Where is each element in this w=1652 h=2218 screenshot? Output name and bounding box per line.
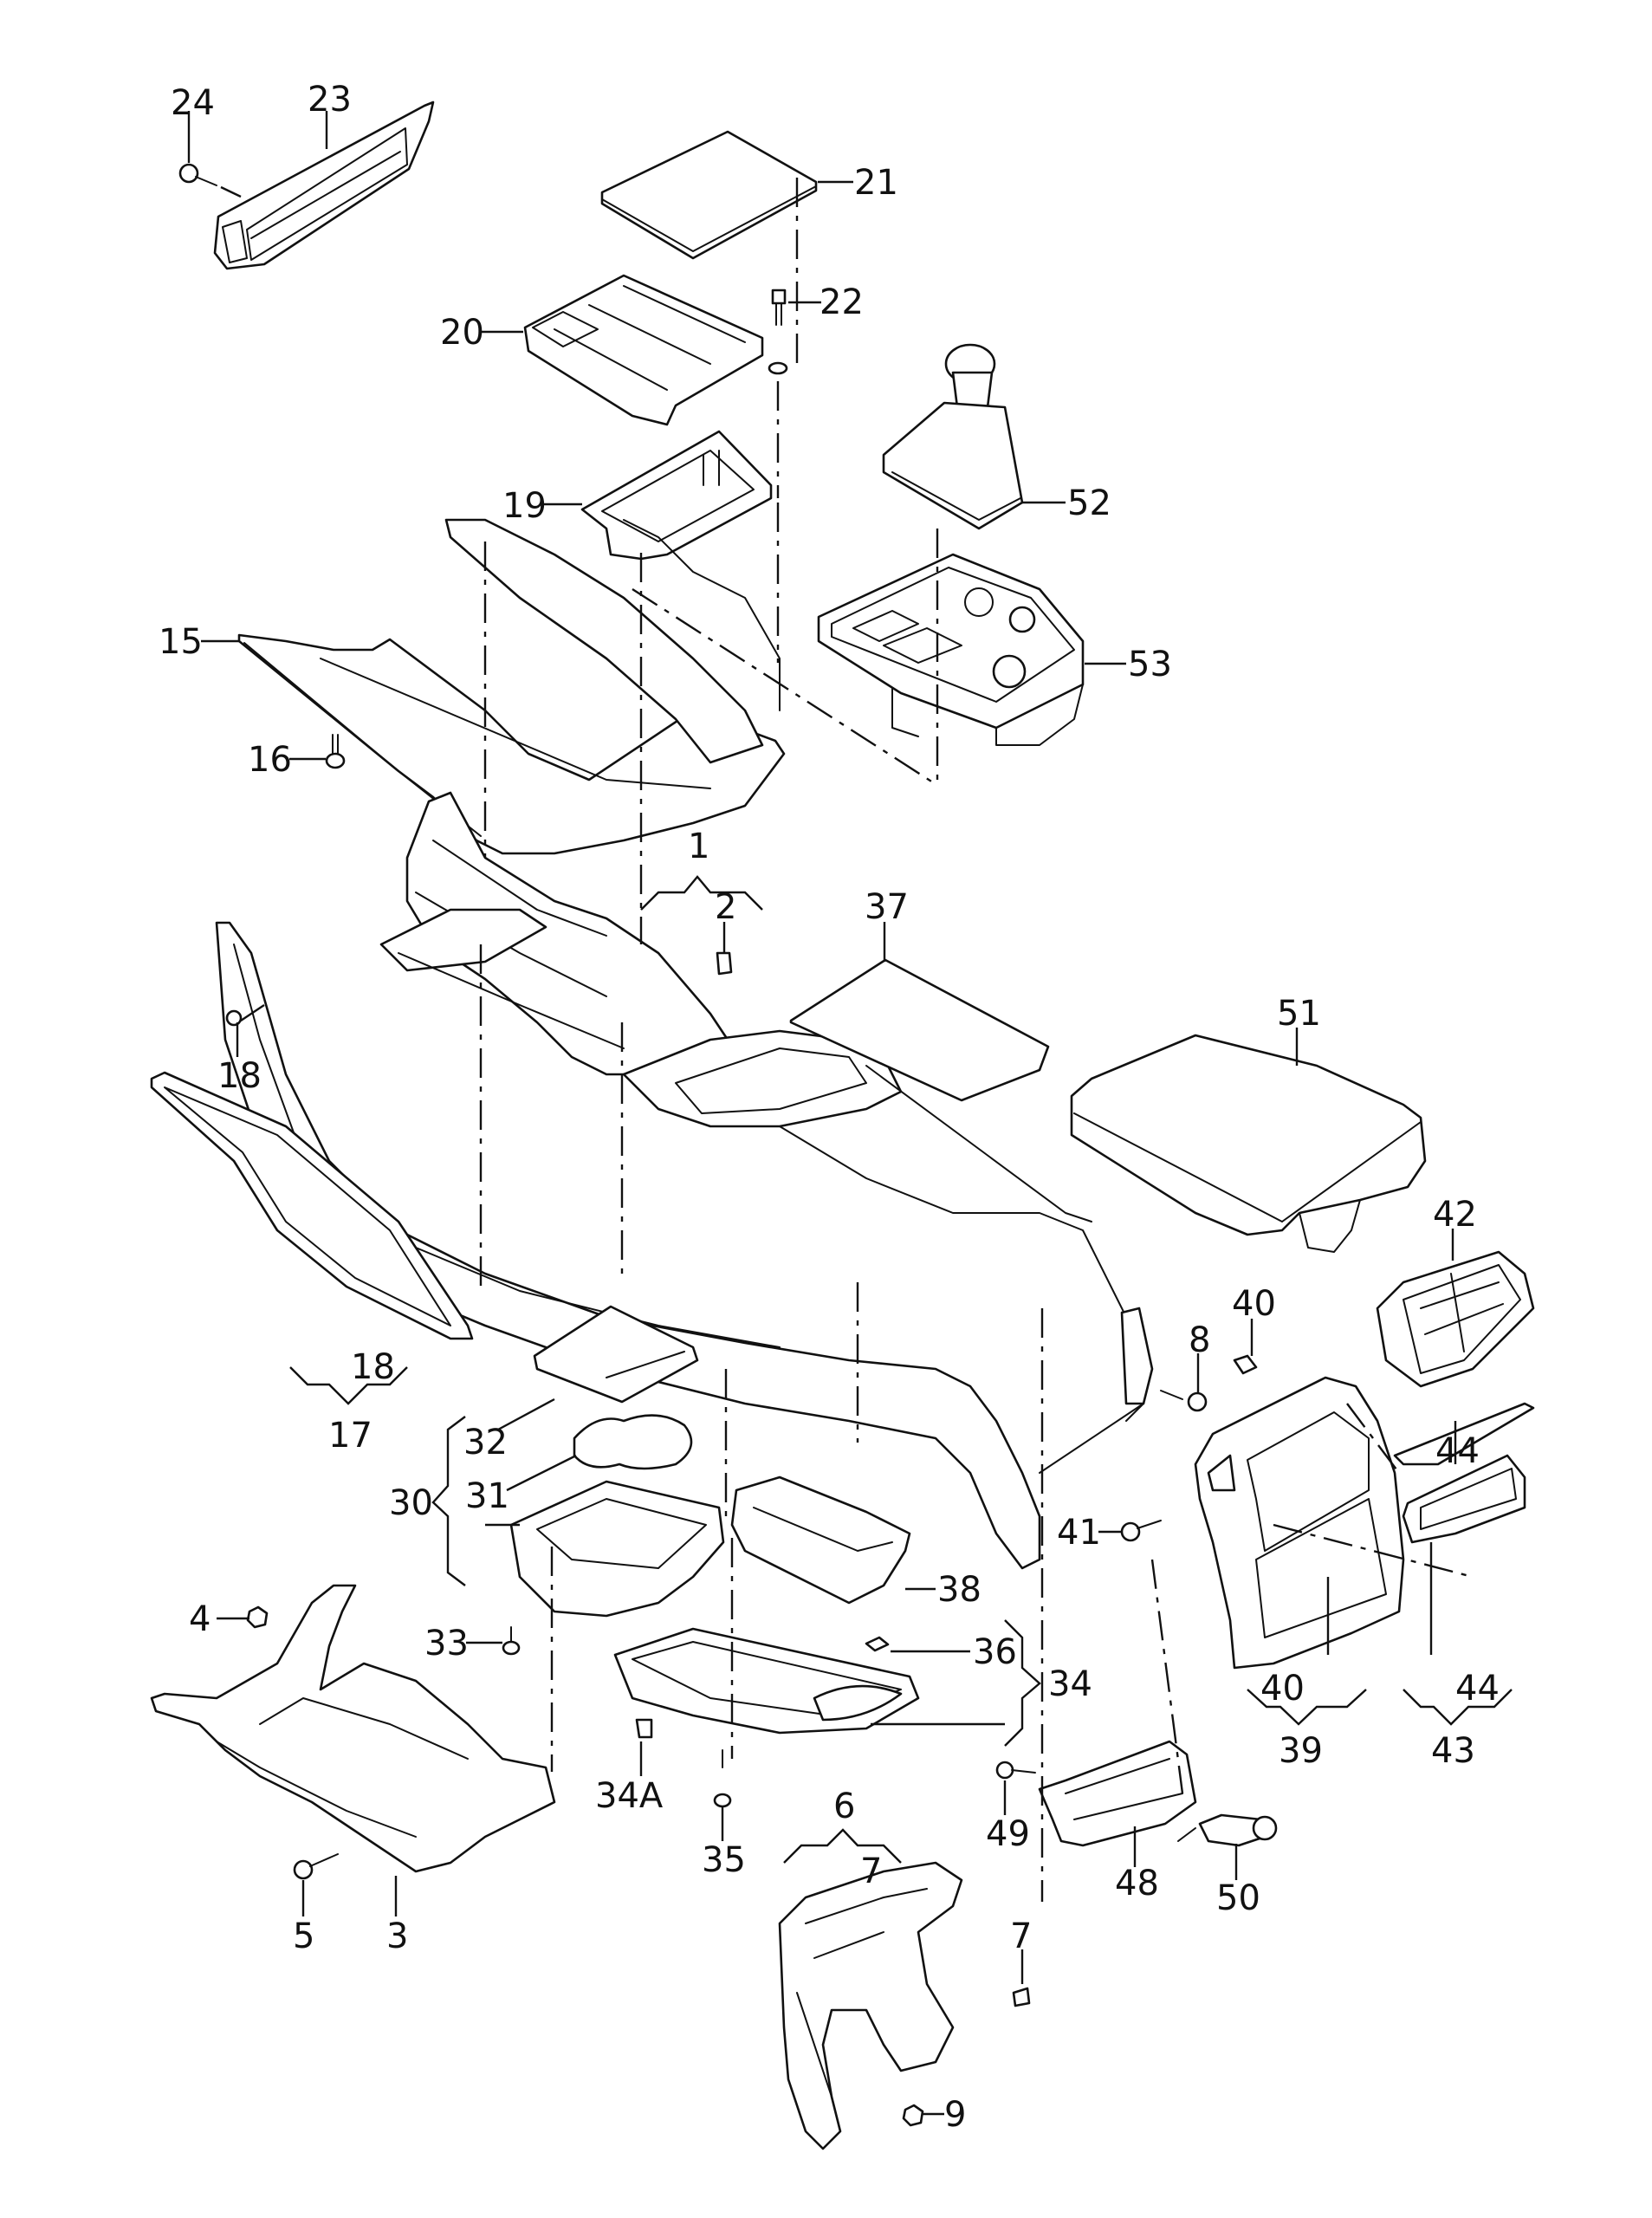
callout-7-upper: 7 [860, 1852, 882, 1891]
callout-1: 1 [688, 827, 709, 866]
callout-20: 20 [440, 313, 484, 353]
part-4-nut [246, 1605, 269, 1629]
part-39-rear-trim [1194, 1376, 1405, 1670]
callout-15: 15 [159, 622, 203, 662]
callout-17: 17 [328, 1416, 373, 1456]
part-23-trim-strip [213, 101, 435, 270]
part-33-screw [502, 1626, 521, 1656]
callout-34A: 34A [595, 1776, 664, 1816]
callout-43: 43 [1431, 1731, 1475, 1771]
part-21-cover-lid [600, 130, 818, 260]
callout-22: 22 [820, 282, 864, 322]
callout-30: 30 [389, 1483, 433, 1523]
part-44-trim-frame [1393, 1402, 1535, 1466]
callout-36: 36 [973, 1632, 1017, 1672]
callout-32: 32 [463, 1423, 508, 1462]
group-brackets [289, 875, 1513, 1864]
callout-19: 19 [502, 486, 547, 526]
part-5-bolt [293, 1853, 339, 1880]
part-17-side-panel [150, 1071, 474, 1340]
part-18-rivet [225, 1004, 265, 1027]
part-43-storage-tray [1402, 1454, 1526, 1544]
callout-24: 24 [171, 83, 215, 123]
part-30-cupholder [509, 1480, 725, 1618]
callout-49: 49 [986, 1814, 1030, 1854]
part-51-armrest [1070, 1034, 1427, 1253]
leader-lines [187, 111, 1457, 2116]
part-48-control-unit [1038, 1740, 1197, 1847]
callout-9: 9 [944, 2095, 966, 2135]
callout-labels: 24 23 21 22 20 19 52 15 53 16 1 2 37 51 … [159, 80, 1500, 2135]
callout-53: 53 [1128, 645, 1172, 684]
callout-31: 31 [465, 1476, 509, 1516]
part-24-screw [178, 163, 242, 198]
callout-7-lower: 7 [1010, 1916, 1032, 1956]
part-40-clip [1233, 1354, 1258, 1375]
callout-5: 5 [293, 1916, 314, 1956]
part-34A-clip [635, 1718, 653, 1739]
callout-44-upper: 44 [1435, 1431, 1480, 1471]
part-36-clip-nut [865, 1636, 890, 1652]
part-42-rear-vent [1376, 1250, 1535, 1388]
part-32-cupholder-cover [533, 1305, 699, 1404]
part-41-bolt [1120, 1520, 1162, 1542]
callout-18-upper: 18 [217, 1056, 262, 1096]
part-20-switch-carrier [523, 274, 764, 426]
part-9-nut [902, 2104, 924, 2127]
part-38-switch-module [730, 1475, 911, 1605]
callout-41: 41 [1057, 1513, 1101, 1553]
callout-33: 33 [424, 1624, 469, 1664]
part-49-screw [995, 1761, 1036, 1780]
callout-3: 3 [386, 1916, 408, 1956]
callout-23: 23 [308, 80, 352, 120]
callout-34: 34 [1048, 1664, 1092, 1704]
callout-39: 39 [1279, 1731, 1323, 1771]
part-3-front-bracket [150, 1584, 556, 1873]
part-6-support-bracket [778, 1861, 963, 2150]
callout-16: 16 [248, 740, 292, 780]
part-53-control-panel [817, 553, 1085, 746]
part-31-cupholder-mat [573, 1414, 693, 1470]
callout-40-lower: 40 [1260, 1669, 1305, 1709]
callout-37: 37 [865, 887, 909, 927]
part-35-screw [713, 1749, 732, 1808]
part-1-console-bracket [379, 791, 729, 1076]
assembly-lines [479, 178, 1474, 1902]
callout-51: 51 [1277, 994, 1321, 1034]
callout-35: 35 [702, 1840, 746, 1880]
callout-42: 42 [1433, 1195, 1477, 1235]
callout-50: 50 [1216, 1878, 1260, 1918]
part-7-clip-nut [1012, 1987, 1031, 2007]
callout-2: 2 [715, 887, 736, 927]
callout-52: 52 [1067, 483, 1111, 523]
part-8-bolt [1160, 1390, 1208, 1412]
callout-40-upper: 40 [1232, 1284, 1276, 1324]
callout-21: 21 [854, 163, 898, 203]
callout-48: 48 [1115, 1864, 1159, 1903]
callout-8: 8 [1189, 1320, 1210, 1360]
callout-4: 4 [189, 1599, 211, 1639]
part-50-12v-socket [1177, 1813, 1278, 1847]
part-52-shift-boot [882, 343, 1024, 530]
part-22-bolt [768, 289, 788, 375]
part-16-screw [325, 734, 346, 769]
part-2-clip [716, 951, 733, 976]
part-15-side-trim [237, 518, 786, 855]
callout-38: 38 [937, 1570, 981, 1610]
callout-6: 6 [833, 1787, 855, 1826]
part-34-storage-compartment [613, 1627, 920, 1735]
callout-44-lower: 44 [1455, 1669, 1500, 1709]
callout-18-lower: 18 [351, 1347, 395, 1387]
part-19-storage-tray [580, 430, 773, 561]
